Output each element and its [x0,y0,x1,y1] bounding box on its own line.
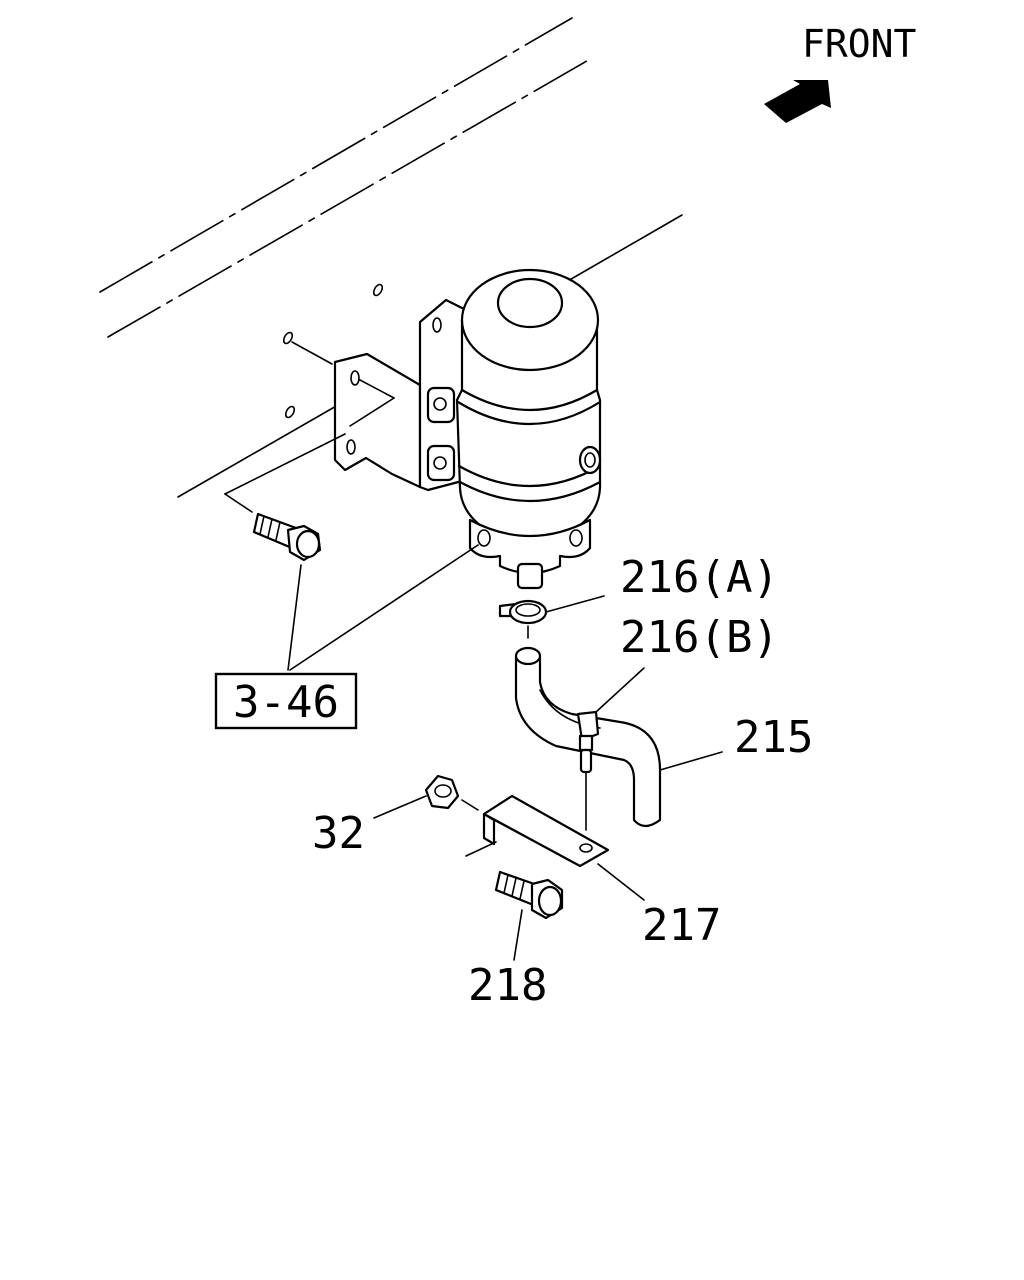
callout-218: 218 [468,960,547,1011]
reference-box-3-46: 3-46 [214,672,358,730]
band-clip-216b: 216(B) [576,612,779,831]
frame-holes [282,283,384,419]
reference-box-label: 3-46 [233,677,339,728]
fuel-filter [455,268,602,590]
reference-leaders [287,544,479,671]
mounting-bracket [333,298,468,492]
callout-215: 215 [734,712,813,763]
callout-32: 32 [312,808,365,859]
bracket-217: 217 [482,794,721,951]
front-direction-indicator: FRONT [764,22,916,123]
filter-mounting-bolt [224,433,346,562]
callout-217: 217 [642,900,721,951]
callout-216b: 216(B) [620,612,779,663]
bolt-218: 218 [465,841,564,1011]
front-label: FRONT [802,22,916,66]
front-arrow-icon [764,80,831,123]
callout-216a: 216(A) [620,552,779,603]
hose-215: 215 [514,646,813,828]
hose-clamp-216a: 216(A) [498,552,779,639]
nut-32: 32 [312,774,479,859]
frame-rail-lines [99,17,683,498]
